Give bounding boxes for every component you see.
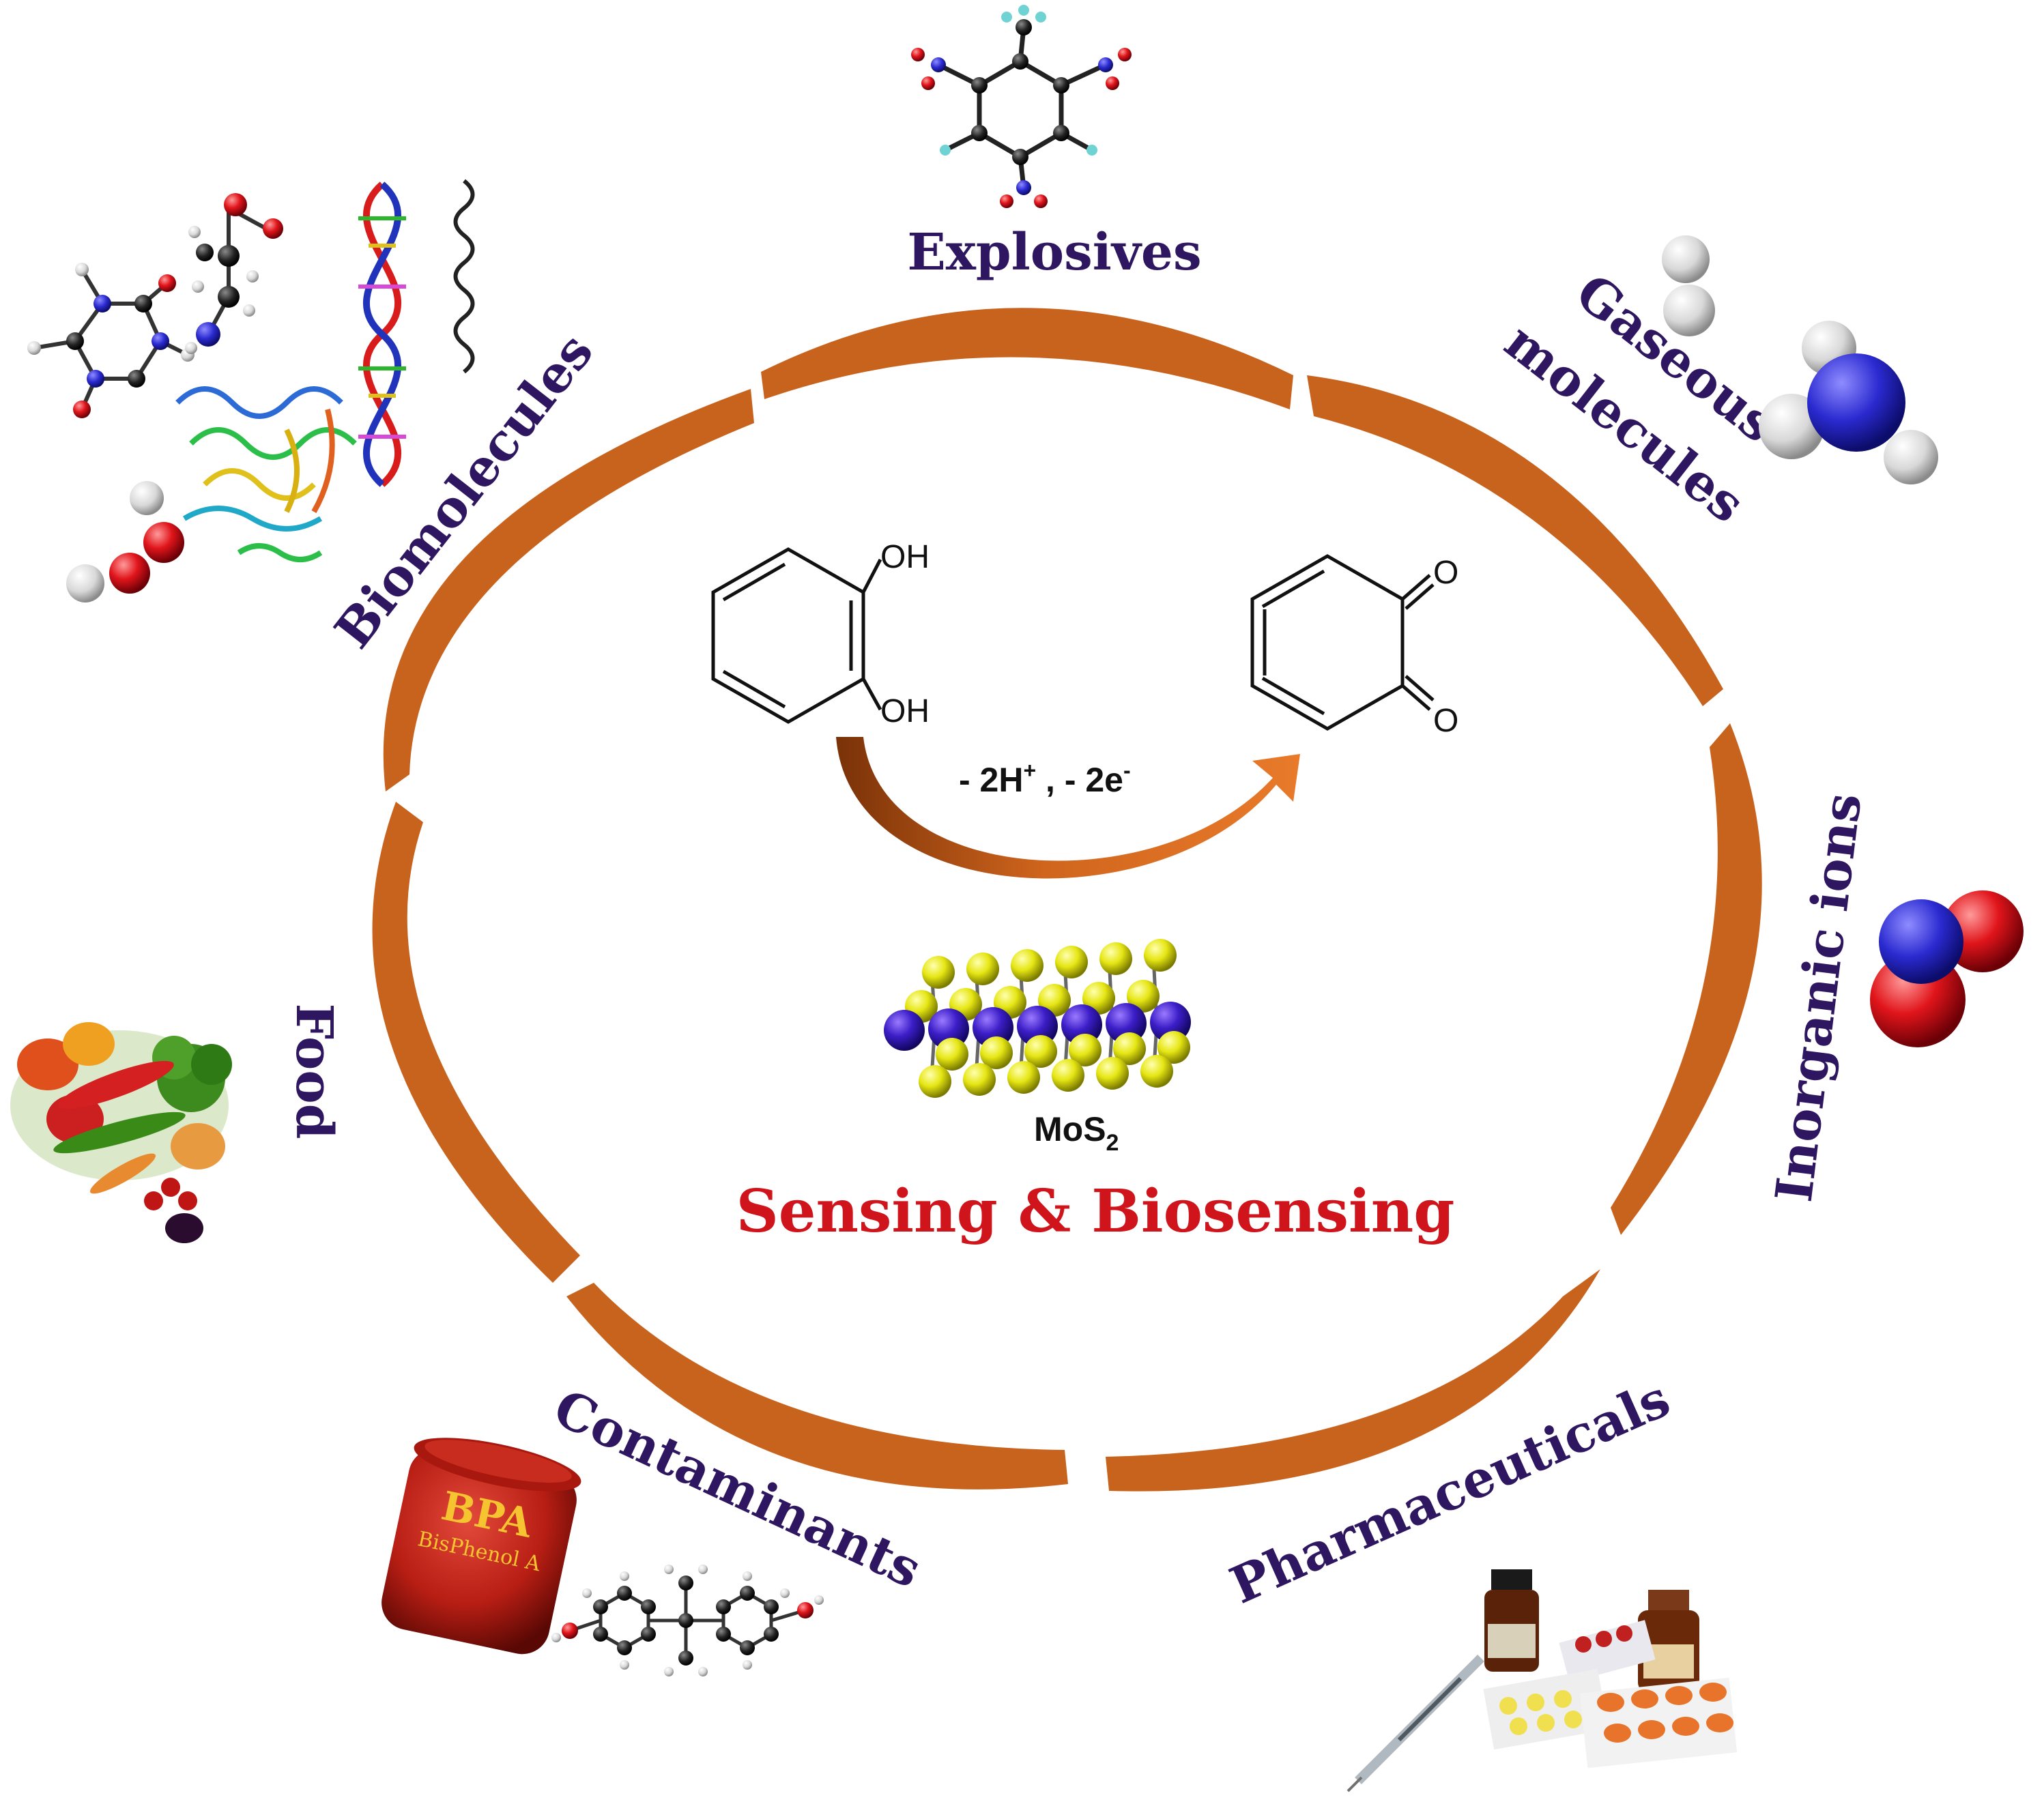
- ring-segment-food: [372, 802, 580, 1283]
- carbon-atom: [764, 1599, 779, 1614]
- hydrogen-atom: [582, 1588, 592, 1598]
- medicine-icon: [1347, 1569, 1738, 1792]
- carbon-atom: [641, 1599, 656, 1614]
- sulfur-atom: [1157, 1031, 1190, 1064]
- sulfur-atom: [936, 1038, 968, 1071]
- main-title: Sensing & Biosensing: [736, 1177, 1455, 1246]
- catechol-oh-bottom: OH: [880, 693, 930, 729]
- hydrogen-atom: [664, 1667, 674, 1676]
- label-inorganic-ions: Inorganic ions: [1765, 790, 1873, 1205]
- no2-molecule-icon: [1870, 890, 2024, 1047]
- label-explosives: Explosives: [907, 223, 1201, 282]
- hydrogen-atom: [743, 1660, 752, 1670]
- carbon-atom: [641, 1627, 656, 1642]
- carbon-atom: [716, 1599, 731, 1614]
- ring-segment-contaminants: [566, 1283, 1068, 1489]
- hydrogen-atom: [551, 1633, 561, 1642]
- hydrogen-atom: [698, 1667, 708, 1676]
- hydrogen-atom: [620, 1660, 629, 1670]
- carbon-atom: [593, 1627, 608, 1642]
- sulfur-atom: [1024, 1035, 1057, 1068]
- h2-molecule-icon: [1662, 235, 1715, 336]
- nh3-molecule-icon: [1759, 321, 1938, 484]
- molybdenum-atom: [1061, 1004, 1102, 1045]
- carbon-atom: [678, 1575, 693, 1590]
- bpa-molecule-icon: [551, 1565, 824, 1676]
- catechol-oh-top: OH: [880, 539, 930, 575]
- hydrogen-atom: [664, 1565, 674, 1574]
- hydrogen-atom: [743, 1571, 752, 1581]
- sulfur-atom: [1052, 1059, 1084, 1092]
- sulfur-atom: [1144, 939, 1177, 972]
- mos2-lattice-icon: [884, 939, 1191, 1098]
- carbon-atom: [678, 1613, 693, 1628]
- carbon-atom: [764, 1627, 779, 1642]
- molybdenum-atom: [1017, 1006, 1058, 1047]
- ring-segment-explosives: [761, 308, 1293, 409]
- ring-segments: [372, 308, 1762, 1492]
- amino-acid-molecule-icon: [206, 206, 268, 336]
- oxygen-atom: [562, 1623, 578, 1639]
- sulfur-atom: [1055, 946, 1088, 978]
- hydrogen-atom: [620, 1571, 629, 1581]
- sulfur-atom: [1007, 1061, 1040, 1094]
- molybdenum-atom: [973, 1007, 1013, 1048]
- ring-segment-inorganic: [1611, 723, 1762, 1235]
- mos2-label: MoS2: [1034, 1110, 1119, 1156]
- sulfur-atom: [1096, 1057, 1129, 1090]
- sulfur-atom: [966, 953, 999, 985]
- tnt-atoms: [911, 5, 1132, 208]
- quinone-o-top: O: [1433, 555, 1458, 591]
- carbon-atom: [716, 1627, 731, 1642]
- sulfur-atom: [1127, 980, 1160, 1013]
- carbon-atom: [593, 1599, 608, 1614]
- category-labels: Explosives Gaseous molecules Inorganic i…: [285, 223, 1873, 1616]
- sulfur-atom: [1113, 1032, 1146, 1065]
- hydrogen-atom: [814, 1595, 824, 1605]
- molybdenum-atom: [1106, 1003, 1147, 1044]
- reaction-label: - 2H+ , - 2e-: [959, 758, 1131, 799]
- sulfur-atom: [963, 1063, 996, 1096]
- sulfur-atom: [1069, 1034, 1102, 1066]
- quinone-o-bottom: O: [1433, 703, 1458, 739]
- sulfur-atom: [980, 1036, 1013, 1069]
- catechol-structure-icon: [711, 547, 882, 724]
- carbon-atom: [617, 1640, 632, 1655]
- molybdenum-atom: [884, 1010, 925, 1051]
- sulfur-atom: [919, 1065, 951, 1098]
- sulfur-atom: [922, 956, 955, 989]
- strand-icon: [453, 179, 475, 374]
- dna-helix-icon: [358, 181, 406, 487]
- vegetables-icon: [10, 1022, 232, 1243]
- quinone-structure-icon: [1250, 554, 1435, 731]
- amino-acid-atoms: [185, 193, 283, 354]
- oxygen-atom: [797, 1602, 814, 1618]
- carbon-atom: [617, 1586, 632, 1601]
- sulfur-atom: [1099, 942, 1132, 975]
- sulfur-atom: [1140, 1055, 1173, 1088]
- molybdenum-atom: [1150, 1002, 1191, 1043]
- reaction-arrow: [836, 737, 1300, 879]
- ring-segment-pharmaceuticals: [1106, 1269, 1600, 1492]
- label-food: Food: [285, 1004, 343, 1139]
- carbon-atom: [678, 1651, 693, 1666]
- bpa-jar-icon: BPA BisPhenol A: [382, 1438, 581, 1655]
- hydrogen-atom: [780, 1588, 790, 1598]
- carbon-atom: [740, 1586, 755, 1601]
- protein-ribbon-icon: [175, 386, 357, 562]
- sulfur-atom: [1011, 949, 1043, 982]
- hydrogen-atom: [698, 1565, 708, 1574]
- h2o2-molecule-icon: [66, 481, 184, 602]
- molybdenum-atom: [928, 1008, 969, 1049]
- carbon-atom: [740, 1640, 755, 1655]
- flavin-atoms: [27, 263, 195, 418]
- ring-segment-gaseous: [1307, 375, 1723, 706]
- ring-segment-biomolecules: [383, 389, 754, 791]
